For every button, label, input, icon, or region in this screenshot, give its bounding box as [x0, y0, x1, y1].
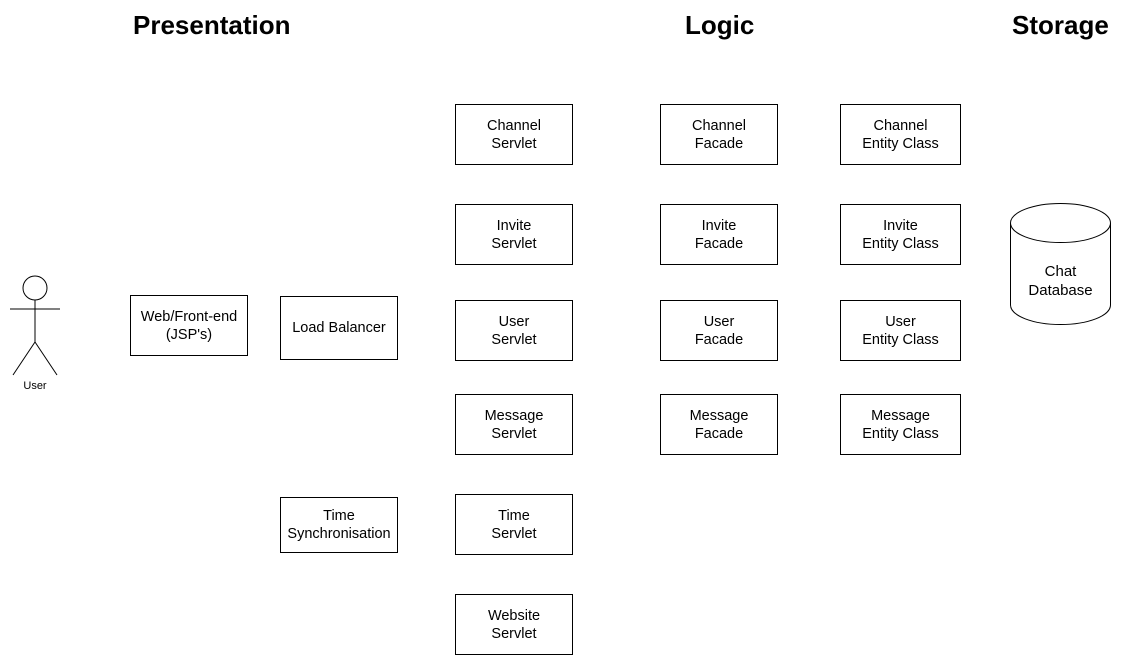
website-servlet-label: Website Servlet: [487, 607, 541, 642]
website-servlet-box: Website Servlet: [455, 594, 573, 655]
invite-servlet-label: Invite Servlet: [491, 217, 537, 252]
message-entity-label: Message Entity Class: [862, 407, 939, 442]
invite-entity-box: Invite Entity Class: [840, 204, 961, 265]
invite-facade-label: Invite Facade: [694, 217, 744, 252]
channel-entity-box: Channel Entity Class: [840, 104, 961, 165]
channel-servlet-label: Channel Servlet: [486, 117, 541, 152]
message-servlet-box: Message Servlet: [455, 394, 573, 455]
message-entity-box: Message Entity Class: [840, 394, 961, 455]
database-label: Chat Database: [1028, 263, 1093, 299]
channel-entity-label: Channel Entity Class: [862, 117, 939, 152]
user-entity-box: User Entity Class: [840, 300, 961, 361]
load-balancer-label: Load Balancer: [292, 320, 386, 336]
channel-facade-label: Channel Facade: [691, 117, 746, 152]
database-cylinder-icon: [1010, 203, 1111, 325]
message-facade-label: Message Facade: [689, 407, 749, 442]
web-frontend-box: Web/Front-end (JSP's): [130, 295, 248, 356]
time-servlet-box: Time Servlet: [455, 494, 573, 555]
heading-presentation: Presentation: [133, 10, 291, 40]
message-servlet-label: Message Servlet: [484, 407, 544, 442]
user-facade-box: User Facade: [660, 300, 778, 361]
channel-facade-box: Channel Facade: [660, 104, 778, 165]
load-balancer-box: Load Balancer: [280, 296, 398, 360]
invite-entity-label: Invite Entity Class: [862, 217, 939, 252]
user-actor-label: User: [23, 380, 47, 392]
heading-storage: Storage: [1012, 10, 1109, 40]
user-facade-label: User Facade: [694, 313, 744, 348]
heading-logic: Logic: [685, 10, 755, 40]
user-servlet-label: User Servlet: [491, 313, 537, 348]
time-synchronisation-box: Time Synchronisation: [280, 497, 398, 553]
user-actor-icon: [10, 275, 60, 376]
invite-servlet-box: Invite Servlet: [455, 204, 573, 265]
user-entity-label: User Entity Class: [862, 313, 939, 348]
user-servlet-box: User Servlet: [455, 300, 573, 361]
message-facade-box: Message Facade: [660, 394, 778, 455]
time-synchronisation-label: Time Synchronisation: [287, 508, 391, 542]
time-servlet-label: Time Servlet: [491, 507, 537, 542]
web-frontend-label: Web/Front-end (JSP's): [140, 308, 238, 343]
invite-facade-box: Invite Facade: [660, 204, 778, 265]
channel-servlet-box: Channel Servlet: [455, 104, 573, 165]
